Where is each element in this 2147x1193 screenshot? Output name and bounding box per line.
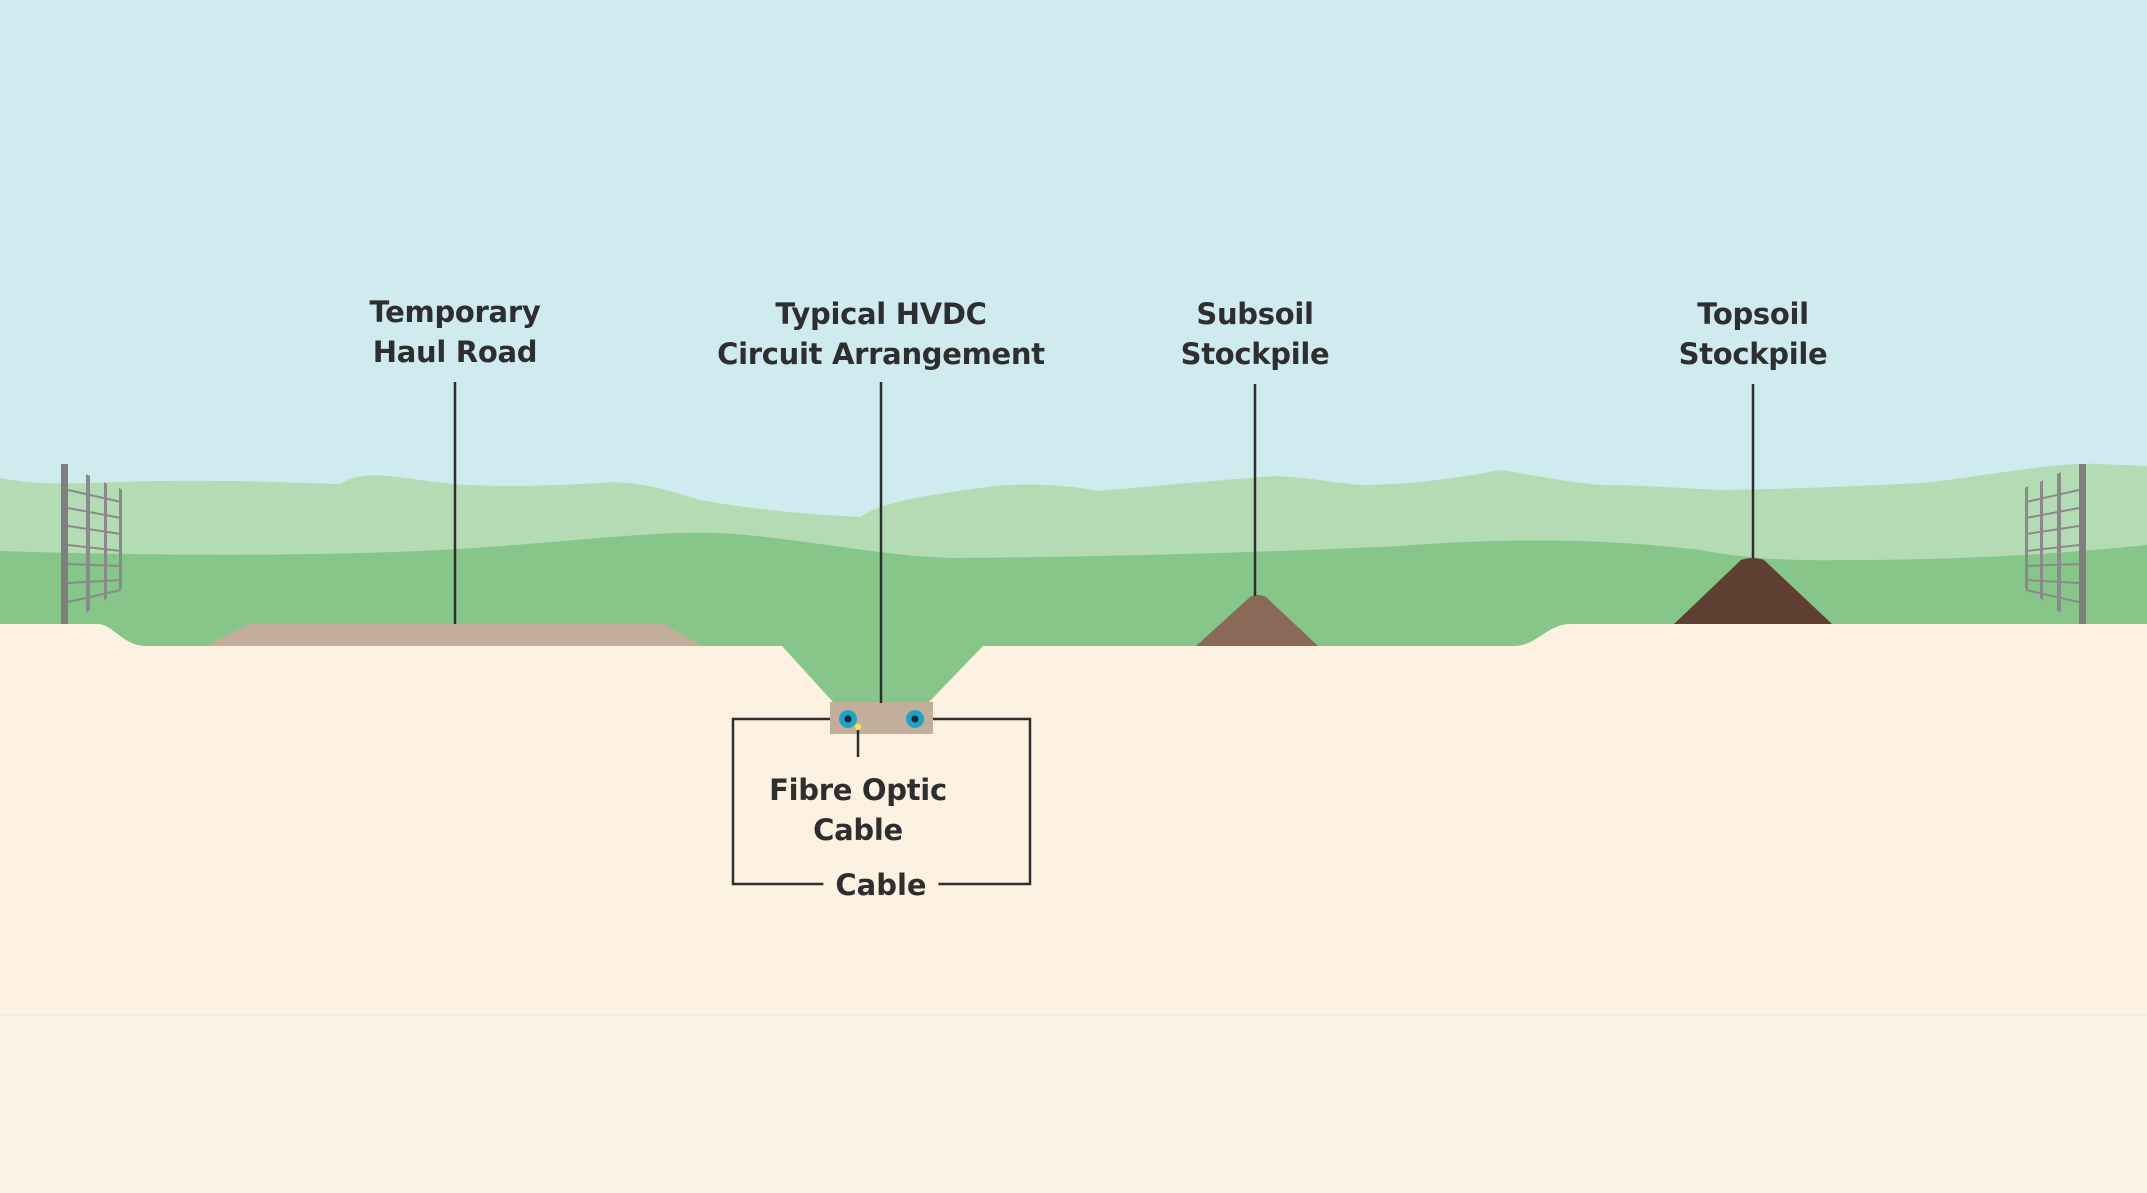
- hvdc-cable-right: [906, 710, 924, 728]
- label-temporary-haul-road: Temporary Haul Road: [370, 292, 541, 372]
- label-line: Subsoil: [1196, 297, 1314, 331]
- label-line: Stockpile: [1678, 337, 1828, 371]
- label-fibre-optic-cable: Fibre Optic Cable: [769, 770, 947, 850]
- label-hvdc-circuit: Typical HVDC Circuit Arrangement: [717, 294, 1045, 374]
- haul-road: [206, 624, 702, 646]
- subsoil-stockpile: [1196, 595, 1318, 646]
- fence-right: [2025, 464, 2086, 624]
- fence-left: [61, 464, 122, 624]
- ground-lower-band: [0, 1015, 2147, 1193]
- label-line: Circuit Arrangement: [717, 337, 1045, 371]
- label-line: Haul Road: [372, 335, 538, 369]
- label-line: Stockpile: [1180, 337, 1330, 371]
- label-line: Typical HVDC: [775, 297, 987, 331]
- topsoil-stockpile: [1674, 558, 1832, 624]
- label-cable: Cable: [823, 865, 939, 905]
- label-line: Topsoil: [1697, 297, 1809, 331]
- hvdc-cable-left: [839, 710, 857, 728]
- label-topsoil-stockpile: Topsoil Stockpile: [1679, 294, 1828, 374]
- label-line: Temporary: [369, 295, 541, 329]
- label-line: Fibre Optic: [769, 773, 947, 807]
- fibre-optic-cable: [854, 723, 862, 731]
- label-line: Cable: [813, 813, 903, 847]
- label-subsoil-stockpile: Subsoil Stockpile: [1181, 294, 1330, 374]
